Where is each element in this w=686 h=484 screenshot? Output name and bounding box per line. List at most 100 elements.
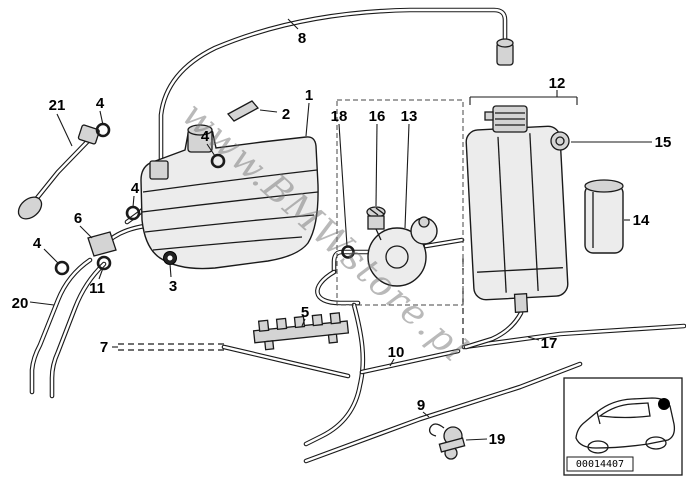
part-label-16: 16 bbox=[369, 108, 386, 125]
callout-11: 11 bbox=[89, 267, 105, 297]
part-label-20: 20 bbox=[12, 295, 29, 312]
leader-17 bbox=[527, 336, 540, 341]
sleeve-14 bbox=[584, 184, 624, 254]
canister-nipple bbox=[513, 293, 529, 313]
car-inset: 00014407 bbox=[563, 377, 683, 476]
part-label-18: 18 bbox=[331, 108, 348, 125]
callout-6: 6 bbox=[74, 210, 93, 239]
callout-21: 21 bbox=[49, 97, 73, 147]
leader-18 bbox=[338, 123, 348, 247]
pump-body bbox=[367, 227, 427, 287]
cap-15-center bbox=[555, 136, 565, 146]
callout-16: 16 bbox=[369, 108, 386, 207]
part-label-19: 19 bbox=[489, 431, 506, 448]
pump-dome-cap bbox=[418, 216, 430, 228]
callout-18: 18 bbox=[331, 108, 348, 247]
canister-group bbox=[465, 96, 624, 313]
leader-4b bbox=[206, 143, 216, 157]
leader-8 bbox=[287, 18, 299, 30]
leader-5 bbox=[301, 318, 306, 327]
valve-16-stem bbox=[375, 228, 382, 241]
clamp-11 bbox=[96, 255, 112, 271]
callout-10: 10 bbox=[388, 344, 405, 367]
part-label-4b: 4 bbox=[201, 128, 210, 145]
hose-21-connector bbox=[17, 196, 43, 220]
callout-15: 15 bbox=[571, 134, 671, 151]
clip-tooth bbox=[329, 312, 341, 325]
part-code-box bbox=[566, 456, 634, 472]
part-label-2: 2 bbox=[282, 106, 290, 123]
car-body bbox=[575, 397, 676, 449]
part-label-4c: 4 bbox=[131, 180, 140, 197]
car-pillar-line bbox=[596, 411, 601, 425]
leader-20 bbox=[29, 301, 55, 306]
callout-17: 17 bbox=[527, 335, 557, 352]
tank-rib bbox=[141, 191, 319, 213]
callout-4a: 4 bbox=[96, 95, 105, 126]
leader-16 bbox=[375, 123, 378, 207]
part-label-4d: 4 bbox=[33, 235, 42, 252]
callout-1: 1 bbox=[305, 87, 313, 137]
callout-4b: 4 bbox=[201, 128, 216, 157]
canister-seam bbox=[497, 136, 507, 293]
callout-19: 19 bbox=[465, 431, 506, 448]
vent-valve-19 bbox=[428, 423, 466, 460]
leader-9 bbox=[422, 411, 430, 418]
valve-16-body bbox=[367, 215, 385, 230]
location-dot bbox=[658, 398, 670, 410]
tank-rib bbox=[144, 214, 315, 233]
part-label-13: 13 bbox=[401, 108, 418, 125]
hose-20-a bbox=[32, 260, 90, 392]
tank-rib bbox=[142, 169, 318, 193]
sleeve-14-top bbox=[584, 179, 624, 193]
car-wheel-rear bbox=[587, 440, 609, 454]
leader-4c bbox=[132, 195, 135, 208]
callout-4d: 4 bbox=[33, 235, 59, 264]
callout-13: 13 bbox=[401, 108, 418, 229]
part-label-4a: 4 bbox=[96, 95, 105, 112]
canister-base-line bbox=[477, 267, 563, 273]
leader-4a bbox=[99, 110, 104, 126]
clip-rail-5 bbox=[252, 312, 350, 351]
part-label-11: 11 bbox=[89, 280, 105, 297]
part-code: 00014407 bbox=[576, 459, 624, 470]
cap-15 bbox=[550, 131, 570, 151]
part-label-15: 15 bbox=[655, 134, 672, 151]
connector-top bbox=[496, 38, 514, 48]
leader-19 bbox=[465, 438, 488, 441]
part-label-14: 14 bbox=[633, 212, 650, 229]
expansion-tank bbox=[140, 100, 319, 270]
clamp-4b bbox=[210, 153, 226, 169]
part-label-10: 10 bbox=[388, 344, 405, 361]
callout-8: 8 bbox=[287, 18, 306, 47]
callout-14: 14 bbox=[624, 212, 650, 229]
clip-foot bbox=[327, 333, 338, 344]
callout-3: 3 bbox=[169, 263, 177, 295]
callout-5: 5 bbox=[301, 304, 309, 327]
hose-21-fitting bbox=[77, 124, 100, 145]
vent-pipe-clip bbox=[226, 100, 260, 122]
leader-4d bbox=[43, 248, 59, 264]
callout-20: 20 bbox=[12, 295, 55, 312]
callout-4c: 4 bbox=[131, 180, 140, 208]
assembly-boundary bbox=[336, 99, 464, 306]
clip-foot bbox=[264, 340, 275, 351]
pump-assembly bbox=[336, 99, 464, 306]
clamp-4d bbox=[54, 260, 70, 276]
callout-2: 2 bbox=[259, 106, 290, 123]
clip-tooth bbox=[311, 313, 324, 327]
valve-19-hose-curl bbox=[428, 423, 445, 437]
hose-20-a-core bbox=[30, 258, 92, 394]
part-label-1: 1 bbox=[305, 87, 313, 104]
part-callouts: 8 21 4 1 2 18 16 13 bbox=[12, 18, 671, 448]
grommet-3-hole bbox=[167, 255, 173, 261]
leader-1 bbox=[305, 102, 310, 137]
clip-tooth bbox=[257, 319, 270, 332]
junction-piece-6 bbox=[87, 231, 117, 257]
hose-8-fitting bbox=[149, 160, 169, 180]
clip-tooth bbox=[275, 317, 288, 331]
callout-9: 9 bbox=[417, 397, 430, 418]
hose-7-core bbox=[222, 345, 350, 378]
